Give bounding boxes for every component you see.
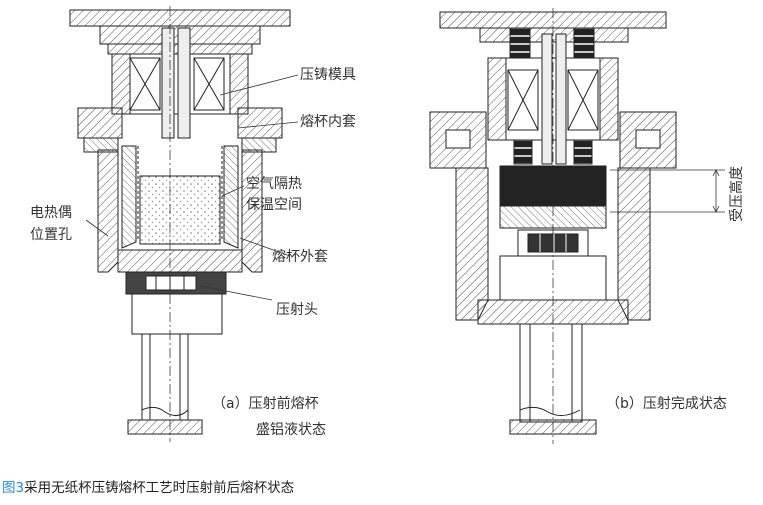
- panel-a-caption-2: 盛铝液状态: [256, 422, 326, 438]
- a-molten-aluminum: [139, 175, 221, 245]
- label-thermocouple-2: 位置孔: [30, 227, 72, 243]
- a-bottom-flange: [127, 419, 203, 435]
- a-right-flange: [237, 107, 283, 139]
- b-outer-sleeve: [455, 167, 489, 321]
- compression-height-dimension: [610, 169, 725, 213]
- panel-a-leaders: [85, 74, 299, 301]
- b-coil-left: [509, 27, 531, 59]
- b-coil-right: [573, 27, 595, 59]
- label-die-mold: 压铸模具: [300, 67, 356, 83]
- figure-caption-text: 采用无纸杯压铸熔杯工艺时压射前后熔杯状态: [24, 480, 295, 496]
- a-top-plate: [69, 9, 291, 27]
- label-air-gap-2: 保温空间: [246, 197, 302, 213]
- label-thermocouple-1: 电热偶: [30, 205, 72, 221]
- label-air-gap-1: 空气隔热: [246, 176, 302, 192]
- figure-caption: 图3采用无纸杯压铸熔杯工艺时压射前后熔杯状态: [2, 476, 294, 496]
- panel-a-labels: 压铸模具 熔杯内套 空气隔热 保温空间 电热偶 位置孔 熔杯外套 压射头 （a）…: [30, 67, 356, 438]
- panel-a-drawing: [69, 6, 291, 442]
- panel-b-caption: （b）压射完成状态: [606, 396, 727, 412]
- a-plunger-rod: [141, 333, 189, 421]
- a-left-flange: [77, 107, 123, 139]
- panel-b-drawing: [429, 8, 677, 444]
- label-shot-sleeve-outer: 熔杯外套: [272, 249, 328, 265]
- label-shot-sleeve-inner: 熔杯内套: [300, 114, 356, 130]
- label-plunger: 压射头: [276, 302, 318, 318]
- label-compression-height: 受压高度: [728, 166, 745, 222]
- a-outer-sleeve: [97, 149, 119, 273]
- figure-number: 图3: [2, 480, 25, 496]
- panel-a-caption-1: （a）压射前熔杯: [212, 395, 319, 412]
- a-inner-sleeve: [121, 145, 137, 249]
